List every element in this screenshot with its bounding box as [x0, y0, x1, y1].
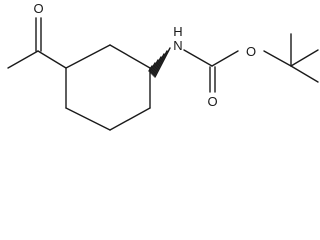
atom-label-ketone-oxygen: O — [33, 1, 43, 16]
bond-acetyl-to-ring — [37, 50, 67, 69]
chemical-structure: O N H O O — [7, 1, 319, 131]
atom-label-carbonyl-oxygen: O — [207, 94, 217, 109]
bond-tert-butyl-methyl-right — [290, 49, 319, 67]
ring-bond-4 — [109, 107, 151, 131]
bond-ester-oxygen-to-tert-carbon — [263, 50, 292, 67]
ring-bond-5 — [65, 107, 111, 131]
bond-carbamate-to-ester-oxygen — [211, 50, 239, 67]
bond-n-to-carbamate-carbon — [183, 49, 213, 67]
hashed-wedge-bond — [148, 47, 171, 78]
ring-bond-2 — [109, 44, 151, 69]
atom-label-ester-oxygen: O — [246, 44, 256, 59]
bond-tert-butyl-methyl-down — [290, 65, 319, 83]
bond-methyl-to-acetyl-carbon — [7, 50, 39, 69]
atom-label-nitrogen: N — [173, 38, 182, 53]
atom-label-nitrogen-hydrogen: H — [173, 24, 182, 39]
ring-bond-1 — [65, 44, 111, 69]
